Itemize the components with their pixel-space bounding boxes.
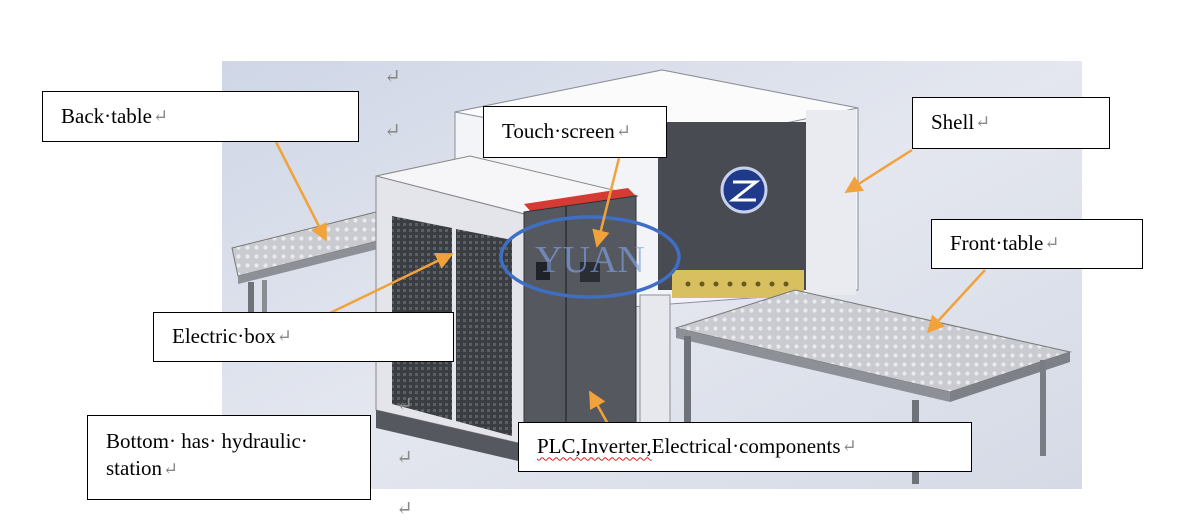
label-shell: Shell↵ — [912, 97, 1110, 149]
label-electric-box-text: Electric·box — [172, 324, 276, 349]
return-mark: ↵ — [396, 447, 413, 469]
return-mark: ↵ — [396, 394, 413, 416]
return-mark: ↵ — [276, 326, 292, 347]
arrow-front-table — [926, 269, 986, 334]
return-mark: ↵ — [615, 121, 631, 142]
touch-screen-shape — [536, 262, 550, 280]
return-mark: ↵ — [975, 112, 991, 133]
return-mark: ↵ — [152, 105, 169, 126]
label-bottom-line2: station — [106, 456, 162, 481]
control-cabinet-shape — [523, 188, 637, 457]
label-plc-prefix: PLC,Inverter, — [537, 434, 652, 459]
watermark: YUAN — [499, 215, 681, 299]
arrow-shell — [844, 148, 913, 194]
return-mark: ↵ — [384, 120, 401, 142]
label-plc-rest: Electrical·components — [651, 434, 841, 459]
label-bottom-hydraulic: Bottom· has· hydraulic· station↵ — [87, 415, 371, 500]
return-mark: ↵ — [841, 436, 857, 457]
label-back-table-text: Back·table — [61, 103, 152, 128]
arrow-plc — [588, 390, 610, 425]
feed-slot — [672, 270, 804, 298]
arrow-touch-screen — [592, 157, 621, 248]
label-touch-screen: Touch·screen↵ — [483, 106, 667, 158]
return-mark: ↵ — [384, 66, 401, 88]
arrow-back-table — [274, 141, 328, 242]
label-front-table: Front·table↵ — [931, 219, 1143, 269]
label-shell-text: Shell — [931, 110, 975, 135]
return-mark: ↵ — [1044, 233, 1060, 254]
return-mark: ↵ — [163, 459, 179, 480]
return-mark: ↵ — [396, 498, 413, 520]
arrow-electric-box — [327, 252, 454, 316]
watermark-text: YUAN — [535, 239, 645, 281]
label-touch-screen-text: Touch·screen — [502, 119, 615, 144]
label-electric-box: Electric·box↵ — [153, 312, 454, 362]
label-back-table: Back·table↵ — [42, 91, 359, 142]
label-bottom-line1: Bottom· has· hydraulic· — [106, 429, 308, 453]
label-front-table-text: Front·table — [950, 231, 1044, 256]
label-plc: PLC,Inverter, Electrical·components↵ — [518, 422, 972, 472]
back-table-shape — [231, 211, 383, 352]
front-table-shape — [674, 289, 1072, 484]
watermark-ring — [499, 215, 681, 299]
